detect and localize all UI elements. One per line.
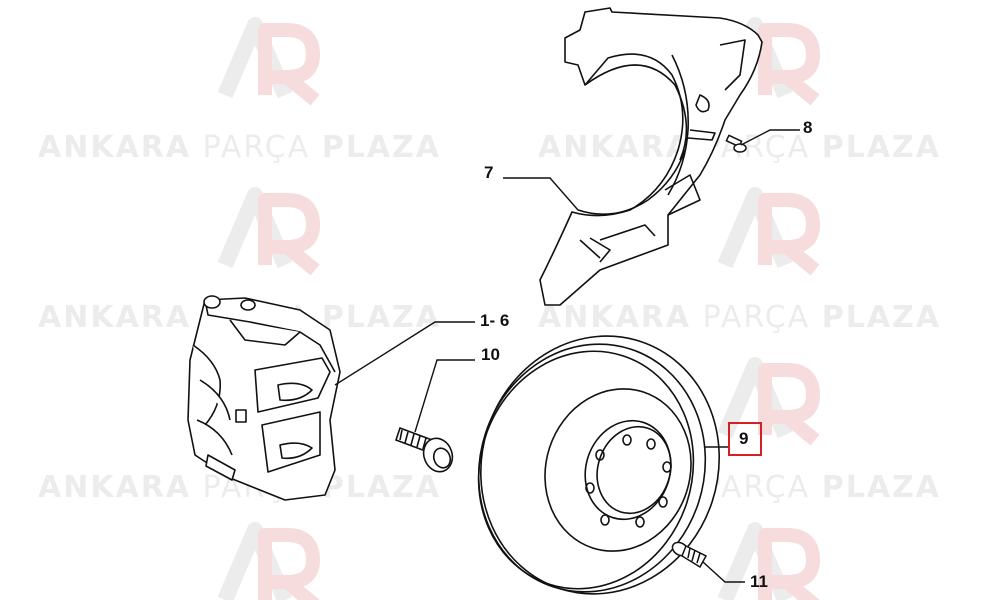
ap-logo-icon	[225, 530, 315, 600]
disc-screw-part-11	[671, 541, 708, 569]
watermark-text-row2-right: ANKARA PARÇA PLAZA	[538, 300, 942, 335]
callout-label-11: 11	[750, 572, 768, 591]
screw-part-8	[725, 134, 747, 153]
watermark-text-row1-right: ANKARA PARÇA PLAZA	[538, 130, 942, 165]
leader-line-7	[503, 177, 579, 211]
callout-label-7: 7	[484, 163, 494, 182]
dust-shield-part	[539, 7, 763, 306]
leader-line-11	[702, 561, 745, 583]
leader-line-10	[414, 359, 475, 433]
ap-logo-icon	[725, 195, 815, 270]
brake-disc-part	[477, 335, 720, 595]
leader-line-8	[740, 129, 800, 146]
ap-logo-icon	[225, 25, 315, 100]
callout-label-1-6: 1- 6	[480, 311, 510, 330]
highlight-box-9	[728, 422, 762, 456]
callout-label-10: 10	[481, 345, 500, 364]
ap-logo-icon	[725, 530, 815, 600]
callout-label-9: 9	[739, 429, 749, 448]
ap-logo-icon	[225, 195, 315, 270]
callout-label-8: 8	[803, 118, 813, 137]
leader-line-1-6	[334, 321, 475, 386]
watermark-text-row1-left: ANKARA PARÇA PLAZA	[38, 130, 442, 165]
caliper-bolt-part-10	[394, 426, 454, 473]
leader-lines	[334, 129, 800, 583]
brake-caliper-part	[187, 295, 341, 501]
